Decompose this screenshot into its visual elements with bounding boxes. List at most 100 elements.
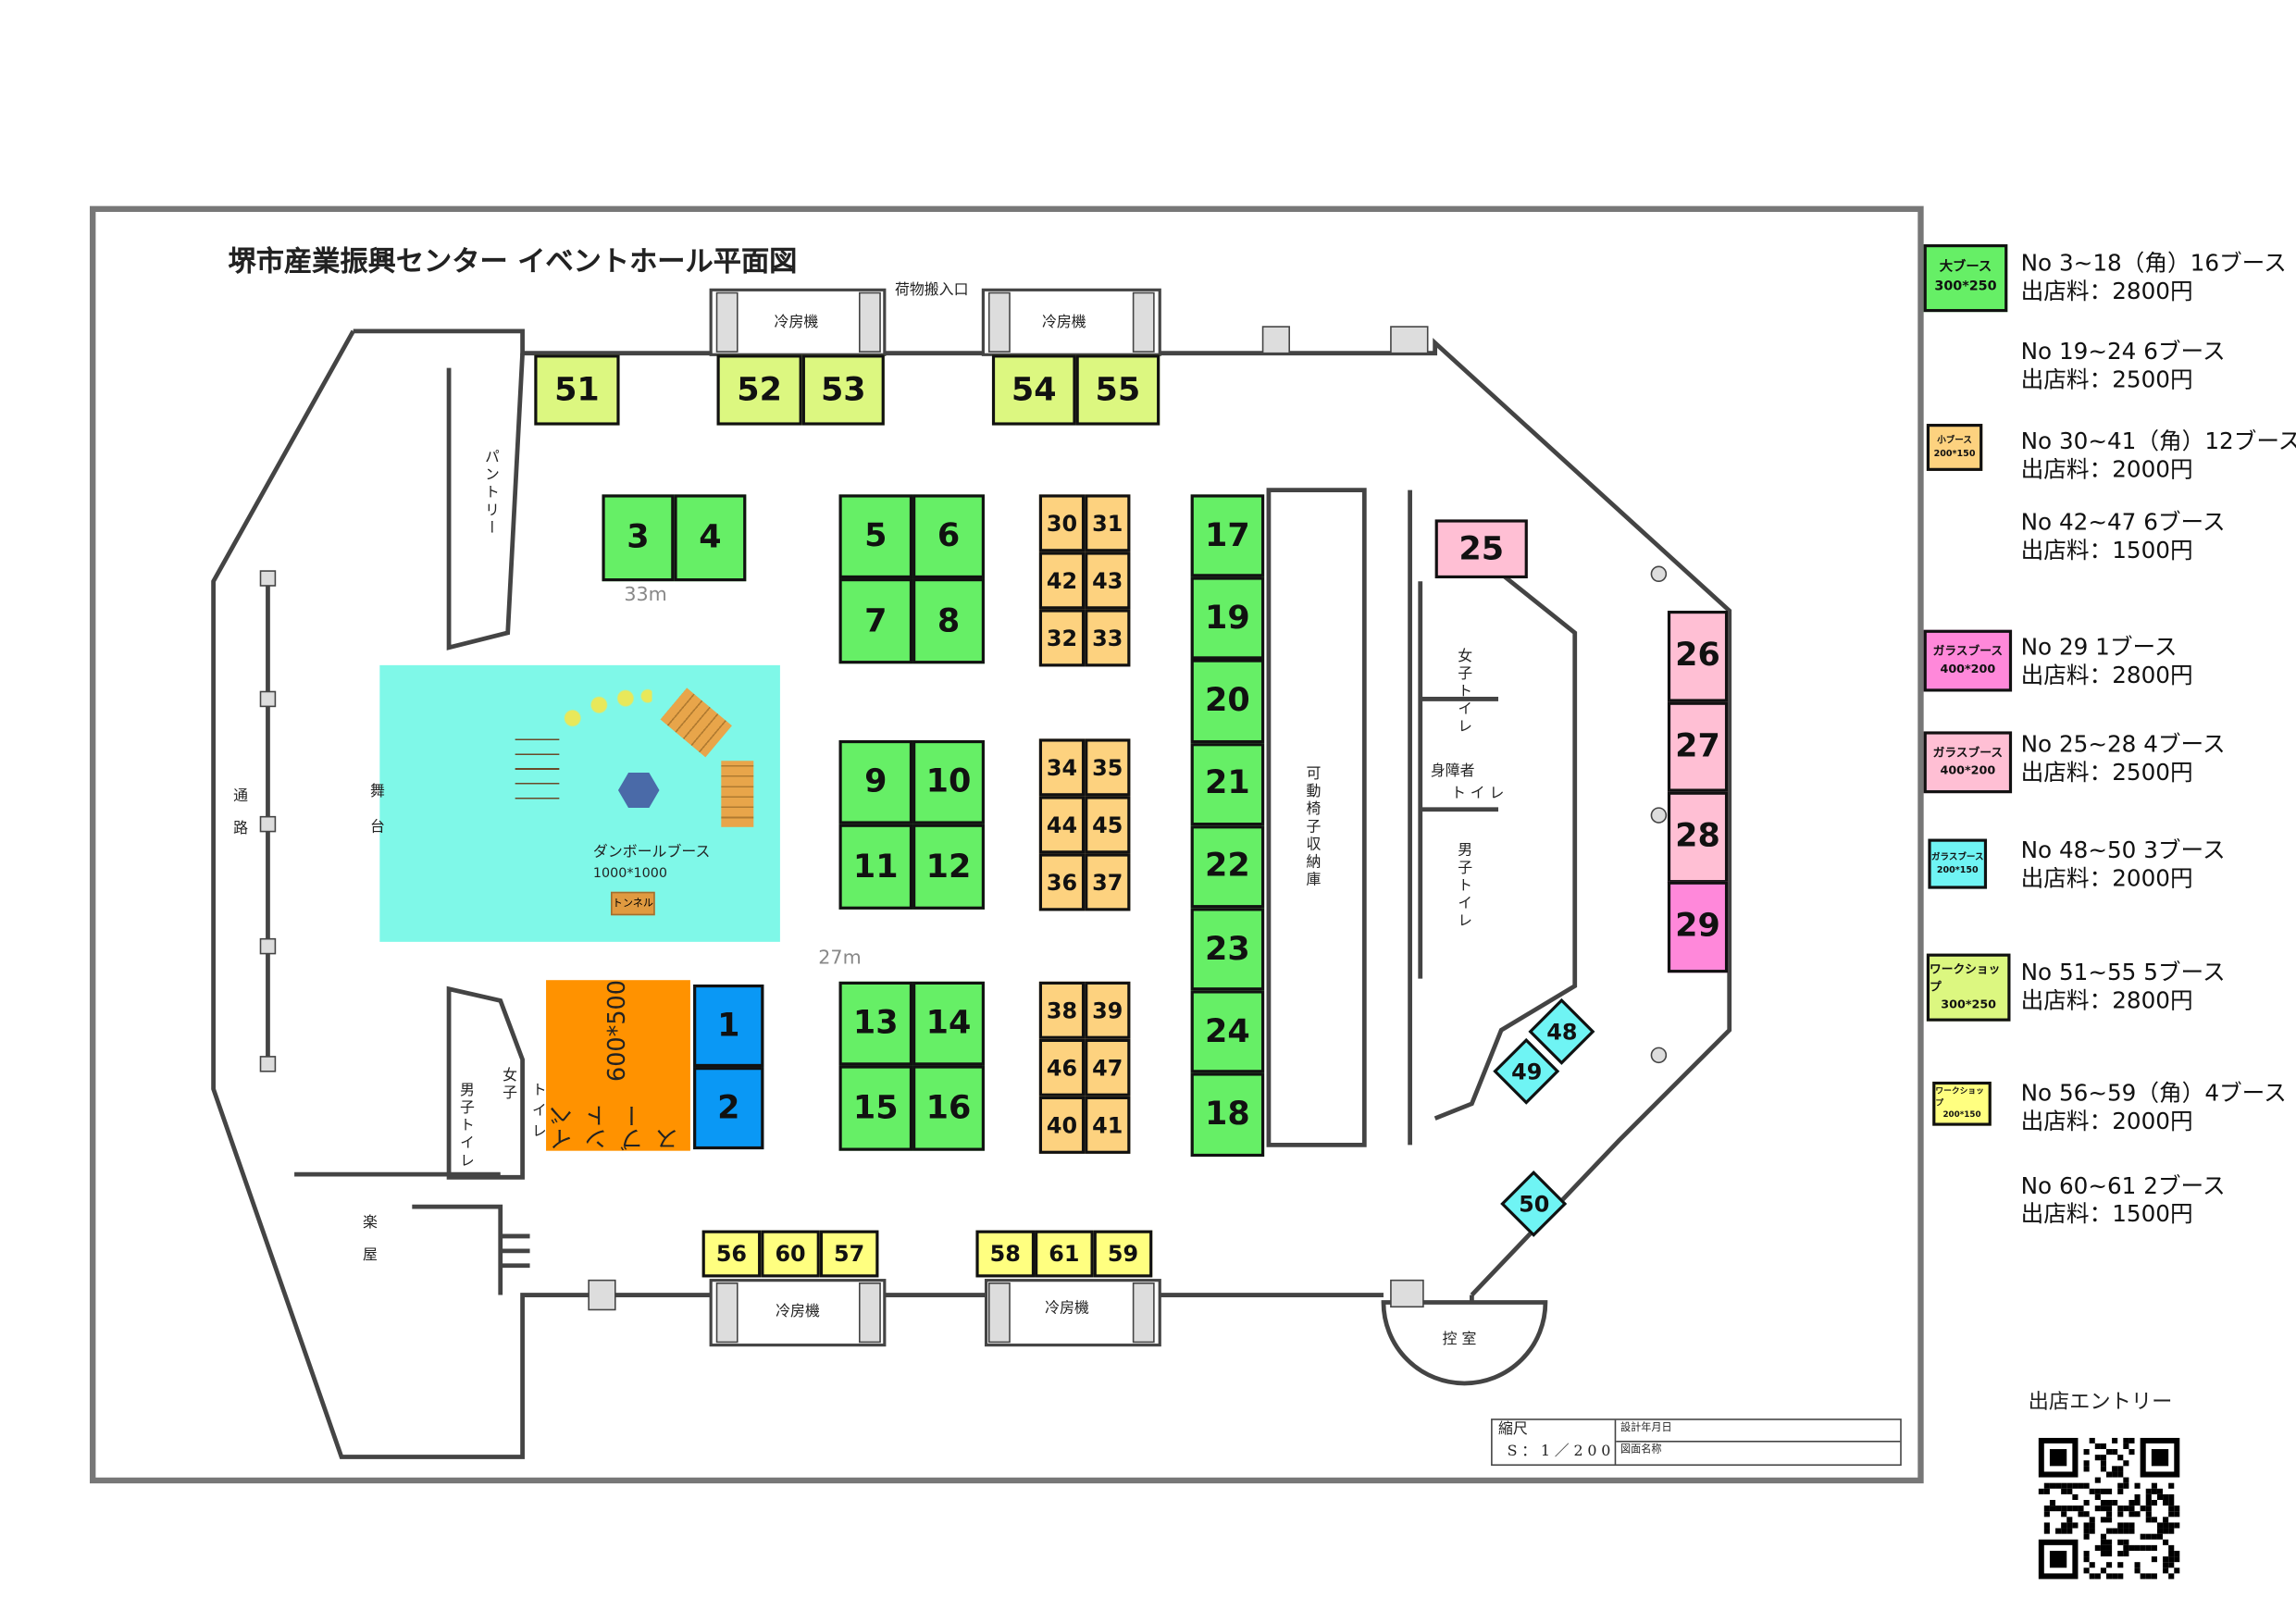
booth-60[interactable]: 60 bbox=[761, 1230, 820, 1278]
booth-56[interactable]: 56 bbox=[701, 1230, 762, 1278]
booth-53[interactable]: 53 bbox=[801, 354, 885, 426]
booth-1[interactable]: 1 bbox=[693, 984, 764, 1068]
booth-17[interactable]: 17 bbox=[1190, 494, 1265, 577]
booth-42[interactable]: 42 bbox=[1038, 551, 1086, 610]
booth-29[interactable]: 29 bbox=[1667, 881, 1729, 973]
booth-8[interactable]: 8 bbox=[912, 578, 985, 664]
booth-12[interactable]: 12 bbox=[912, 824, 985, 910]
booth-40[interactable]: 40 bbox=[1038, 1096, 1086, 1154]
booth-2[interactable]: 2 bbox=[693, 1067, 764, 1150]
booth-51[interactable]: 51 bbox=[534, 354, 620, 426]
passage-label: 通路 bbox=[230, 787, 246, 852]
accessible-toilet-label-2: トイレ bbox=[1451, 786, 1509, 802]
booth-21[interactable]: 21 bbox=[1190, 742, 1265, 825]
booth-57[interactable]: 57 bbox=[819, 1230, 879, 1278]
womens-toilet-label: 女子トイレ bbox=[1454, 647, 1471, 737]
booth-19[interactable]: 19 bbox=[1190, 576, 1265, 661]
booth-11[interactable]: 11 bbox=[838, 824, 913, 910]
booth-41[interactable]: 41 bbox=[1085, 1096, 1131, 1154]
booth-number: 44 bbox=[1046, 812, 1078, 838]
left-mens-toilet-label: 男子トイレ bbox=[456, 1081, 473, 1171]
booth-37[interactable]: 37 bbox=[1085, 853, 1131, 911]
cardboard-booth-area[interactable]: ダンボールブース 1000*1000 トンネル bbox=[379, 664, 780, 942]
booth-13[interactable]: 13 bbox=[838, 981, 913, 1066]
legend-swatch-label: 小ブース bbox=[1937, 435, 1972, 446]
booth-number: 32 bbox=[1046, 625, 1078, 651]
booth-4[interactable]: 4 bbox=[674, 494, 747, 582]
booth-32[interactable]: 32 bbox=[1038, 609, 1086, 667]
booth-number: 4 bbox=[699, 519, 722, 557]
booth-45[interactable]: 45 bbox=[1085, 796, 1131, 854]
booth-55[interactable]: 55 bbox=[1075, 354, 1160, 426]
booth-46[interactable]: 46 bbox=[1038, 1038, 1086, 1096]
booth-43[interactable]: 43 bbox=[1085, 551, 1131, 610]
waiting-room-label: 控 室 bbox=[1442, 1332, 1477, 1348]
event-booth-size: 600*500 bbox=[602, 980, 631, 1083]
booth-47[interactable]: 47 bbox=[1085, 1038, 1131, 1096]
booth-54[interactable]: 54 bbox=[991, 354, 1076, 426]
booth-33[interactable]: 33 bbox=[1085, 609, 1131, 667]
booth-5[interactable]: 5 bbox=[838, 494, 913, 579]
event-booth[interactable]: イベントブース 600*500 bbox=[546, 980, 690, 1151]
booth-number: 10 bbox=[925, 763, 972, 801]
booth-9[interactable]: 9 bbox=[838, 739, 913, 824]
booth-30[interactable]: 30 bbox=[1038, 494, 1086, 552]
booth-27[interactable]: 27 bbox=[1667, 700, 1729, 792]
cardboard-booth-size: 1000*1000 bbox=[592, 866, 667, 882]
drawing-name-label: 図面名称 bbox=[1620, 1443, 1662, 1456]
booth-number: 28 bbox=[1675, 818, 1720, 856]
entry-qr-code[interactable] bbox=[2038, 1437, 2180, 1580]
booth-number: 11 bbox=[852, 848, 899, 886]
booth-38[interactable]: 38 bbox=[1038, 981, 1086, 1039]
legend-line2: 出店料：2500円 bbox=[2020, 366, 2193, 393]
booth-23[interactable]: 23 bbox=[1190, 908, 1265, 991]
legend-line2: 出店料：2000円 bbox=[2020, 456, 2193, 483]
booth-number: 48 bbox=[1545, 1018, 1578, 1046]
booth-15[interactable]: 15 bbox=[838, 1065, 913, 1151]
legend-line2: 出店料：2800円 bbox=[2020, 987, 2193, 1014]
booth-18[interactable]: 18 bbox=[1190, 1073, 1265, 1157]
booth-31[interactable]: 31 bbox=[1085, 494, 1131, 552]
booth-number: 46 bbox=[1046, 1054, 1078, 1082]
booth-26[interactable]: 26 bbox=[1667, 611, 1729, 701]
booth-number: 22 bbox=[1205, 848, 1250, 886]
legend-item: No 56~59（角）4ブース出店料：2000円 bbox=[2021, 1080, 2287, 1135]
booth-58[interactable]: 58 bbox=[975, 1230, 1036, 1278]
wooden-deck-icon bbox=[721, 761, 754, 827]
booth-52[interactable]: 52 bbox=[716, 354, 802, 426]
booth-number: 13 bbox=[852, 1005, 899, 1043]
booth-24[interactable]: 24 bbox=[1190, 990, 1265, 1073]
booth-number: 39 bbox=[1092, 997, 1123, 1024]
booth-59[interactable]: 59 bbox=[1093, 1230, 1153, 1278]
booth-number: 2 bbox=[717, 1089, 740, 1127]
booth-3[interactable]: 3 bbox=[602, 494, 675, 582]
booth-number: 8 bbox=[937, 602, 961, 640]
booth-44[interactable]: 44 bbox=[1038, 796, 1086, 854]
booth-35[interactable]: 35 bbox=[1085, 738, 1131, 797]
booth-6[interactable]: 6 bbox=[912, 494, 985, 579]
booth-16[interactable]: 16 bbox=[912, 1065, 985, 1151]
booth-34[interactable]: 34 bbox=[1038, 738, 1086, 797]
booth-36[interactable]: 36 bbox=[1038, 853, 1086, 911]
booth-25[interactable]: 25 bbox=[1434, 519, 1528, 579]
booth-10[interactable]: 10 bbox=[912, 739, 985, 824]
booth-39[interactable]: 39 bbox=[1085, 981, 1131, 1039]
booth-20[interactable]: 20 bbox=[1190, 660, 1265, 743]
legend-swatch-label: 400*200 bbox=[1940, 763, 1996, 777]
booth-14[interactable]: 14 bbox=[912, 981, 985, 1066]
booth-61[interactable]: 61 bbox=[1035, 1230, 1094, 1278]
booth-7[interactable]: 7 bbox=[838, 578, 913, 664]
design-date-label: 設計年月日 bbox=[1620, 1421, 1672, 1434]
legend-line1: No 48~50 3ブース bbox=[2020, 836, 2226, 864]
booth-number: 9 bbox=[864, 763, 887, 801]
booth-22[interactable]: 22 bbox=[1190, 824, 1265, 909]
booth-number: 34 bbox=[1046, 754, 1078, 781]
booth-28[interactable]: 28 bbox=[1667, 791, 1729, 883]
legend-swatch-label: ワークショップ bbox=[1935, 1086, 1984, 1109]
title-block: 縮尺 S：1／200 設計年月日 図面名称 bbox=[1491, 1419, 1902, 1467]
